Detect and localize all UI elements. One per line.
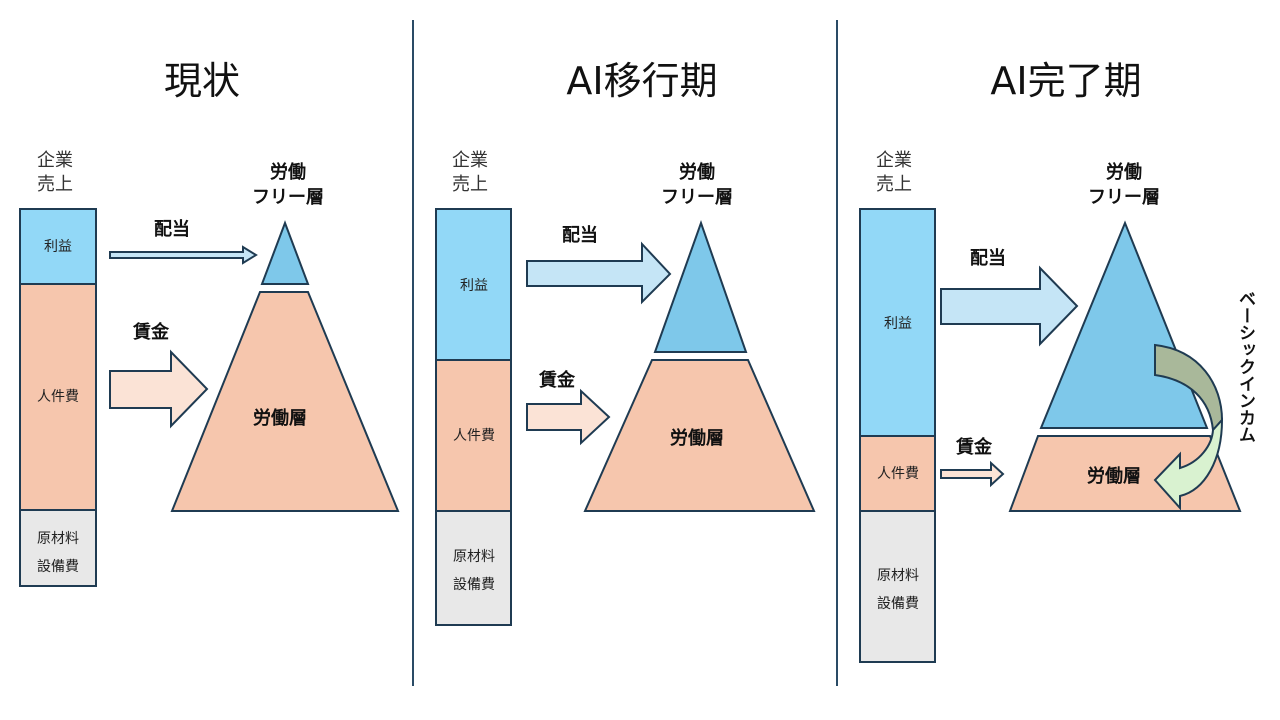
- revenue-label-line1: 企業: [452, 150, 488, 171]
- labor-layer-label: 労働層: [253, 407, 307, 429]
- free-layer-label-line2: フリー層: [1088, 187, 1160, 208]
- panel-ai-transition: AI移行期 企業 売上 利益 人件費 原材料 設備費 労働 フリー層 労働層 配…: [435, 59, 816, 626]
- bar-materials-label-line2: 設備費: [37, 559, 79, 575]
- bar-materials: [859, 510, 936, 663]
- bar-materials: [19, 509, 97, 587]
- panel-ai-complete: AI完了期 企業 売上 利益 人件費 原材料 設備費 労働 フリー層 労働層 配…: [859, 59, 1256, 663]
- bar-profit-label: 利益: [44, 239, 72, 255]
- wage-label: 賃金: [955, 436, 993, 458]
- basic-income-arrow-bottom: [1153, 417, 1224, 511]
- revenue-label-line1: 企業: [876, 150, 912, 171]
- labor-layer-trapezoid: [583, 359, 816, 512]
- bar-materials-label-line1: 原材料: [877, 568, 919, 584]
- free-layer-label-line1: 労働: [270, 161, 306, 183]
- dividend-arrow: [109, 245, 258, 265]
- panel-current: 現状 企業 売上 利益 人件費 原材料 設備費 労働 フリー層 労働層 配当 賃…: [19, 59, 400, 587]
- wage-label: 賃金: [132, 321, 170, 343]
- bar-profit-label: 利益: [460, 278, 488, 294]
- bar-materials: [435, 510, 512, 626]
- labor-layer-label: 労働層: [670, 427, 724, 449]
- panel-title: AI移行期: [566, 59, 717, 103]
- bar-materials-label-line1: 原材料: [453, 549, 495, 565]
- free-layer-triangle: [1039, 220, 1209, 429]
- revenue-label-line2: 売上: [37, 174, 73, 195]
- panel-title: 現状: [164, 59, 240, 103]
- basic-income-label: ベーシックインカム: [1235, 290, 1256, 443]
- wage-arrow: [940, 460, 1005, 488]
- panel-title: AI完了期: [990, 59, 1141, 103]
- bar-labor-cost-label: 人件費: [453, 428, 495, 444]
- dividend-label: 配当: [562, 224, 598, 246]
- free-layer-label-line1: 労働: [679, 161, 715, 183]
- bar-labor-cost-label: 人件費: [877, 466, 919, 482]
- revenue-label-line2: 売上: [452, 174, 488, 195]
- bar-labor-cost: [19, 283, 97, 511]
- bar-materials-label-line2: 設備費: [453, 577, 495, 593]
- free-layer-triangle: [260, 220, 310, 285]
- revenue-label-line1: 企業: [37, 150, 73, 171]
- bar-profit-label: 利益: [884, 316, 912, 332]
- free-layer-label-line2: フリー層: [252, 187, 324, 208]
- dividend-label: 配当: [970, 247, 1006, 269]
- dividend-label: 配当: [154, 218, 190, 240]
- wage-arrow: [526, 388, 611, 446]
- revenue-label-line2: 売上: [876, 174, 912, 195]
- bar-labor-cost: [435, 359, 512, 512]
- free-layer-label-line1: 労働: [1106, 161, 1142, 183]
- bar-labor-cost-label: 人件費: [37, 389, 79, 405]
- wage-arrow: [109, 349, 209, 429]
- labor-layer-trapezoid: [170, 291, 400, 512]
- labor-layer-label: 労働層: [1087, 465, 1141, 487]
- bar-profit: [19, 208, 97, 285]
- wage-label: 賃金: [538, 369, 576, 391]
- free-layer-triangle: [653, 219, 748, 353]
- bar-materials-label-line1: 原材料: [37, 531, 79, 547]
- bar-profit: [435, 208, 512, 361]
- bar-materials-label-line2: 設備費: [877, 596, 919, 612]
- dividend-arrow: [940, 265, 1079, 347]
- free-layer-label-line2: フリー層: [661, 187, 733, 208]
- dividend-arrow: [526, 241, 672, 305]
